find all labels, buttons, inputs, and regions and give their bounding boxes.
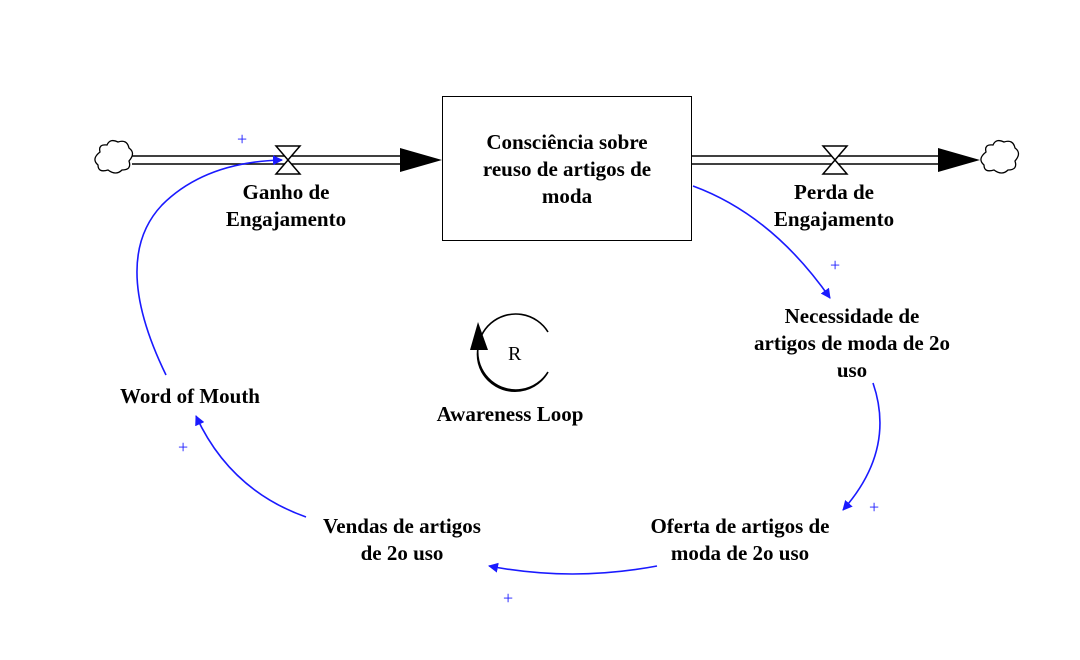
loop-label: Awareness Loop [436, 402, 584, 426]
stock-box [442, 96, 692, 241]
polarity-sign: + [237, 129, 248, 149]
valve-ganho-icon [274, 145, 302, 175]
source-cloud-icon [94, 139, 134, 174]
var-necessidade-label: Necessidade de artigos de moda de 2o uso [722, 303, 982, 384]
outflow-pipe [692, 148, 980, 172]
inflow-pipe [132, 148, 442, 172]
var-oferta-label: Oferta de artigos de moda de 2o uso [610, 513, 870, 567]
valve-perda-icon [821, 145, 849, 175]
link-wom-to-ganho [136, 155, 283, 376]
polarity-sign: + [503, 588, 514, 608]
stock-label-line: Consciência sobre [486, 130, 648, 154]
flow-label-line: Ganho de [242, 180, 330, 204]
flow-label-line: Perda de [794, 180, 874, 204]
flow-ganho-label: Ganho de Engajamento [196, 179, 376, 233]
polarity-sign: + [830, 255, 841, 275]
loop-symbol: R [508, 343, 522, 365]
polarity-sign: + [178, 437, 189, 457]
inflow-arrowhead [400, 148, 442, 172]
link-necessidade-to-oferta [842, 382, 881, 511]
flow-perda-label: Perda de Engajamento [744, 179, 924, 233]
var-label-line: Vendas de artigos [323, 514, 481, 538]
var-label-line: de 2o uso [360, 541, 444, 565]
var-label-line: moda de 2o uso [670, 541, 810, 565]
link-oferta-to-vendas [488, 562, 658, 575]
loop-arrowhead [470, 322, 488, 350]
stock-label: Consciência sobre reuso de artigos de mo… [452, 129, 682, 210]
outflow-arrowhead [938, 148, 980, 172]
var-label-line: Oferta de artigos de [650, 514, 830, 538]
stock-label-line: moda [541, 184, 593, 208]
sink-cloud-icon [980, 139, 1020, 174]
var-label-line: Necessidade de [784, 304, 920, 328]
var-word-of-mouth-label: Word of Mouth [90, 383, 290, 410]
link-stock-to-necessidade [692, 185, 831, 299]
flow-label-line: Engajamento [225, 207, 347, 231]
var-label-line: uso [836, 358, 868, 382]
loop-arrow-icon [476, 313, 549, 392]
flow-label-line: Engajamento [773, 207, 895, 231]
var-label-line: Word of Mouth [119, 384, 260, 408]
var-vendas-label: Vendas de artigos de 2o uso [282, 513, 522, 567]
link-vendas-to-wom [195, 415, 307, 518]
stock-label-line: reuso de artigos de [482, 157, 652, 181]
polarity-sign: + [869, 497, 880, 517]
var-label-line: artigos de moda de 2o [754, 331, 950, 355]
